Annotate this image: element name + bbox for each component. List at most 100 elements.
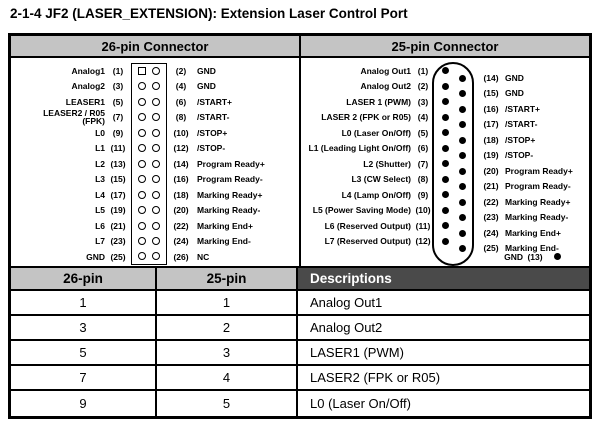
pin-label-left: L1	[95, 143, 105, 154]
pin-hole-icon	[138, 128, 146, 137]
pin-number-right: (20)	[173, 205, 189, 216]
pin-number-left: (5)	[417, 127, 429, 138]
pin-number-left: (9)	[417, 189, 429, 200]
cell-26pin-number: 9	[11, 391, 157, 416]
pin-label-right: /START+	[197, 96, 233, 107]
pin-dot-icon	[442, 129, 449, 137]
pin-number-left: (15)	[110, 174, 126, 185]
pin-dot-icon	[459, 90, 466, 98]
pin-label-left: Analog Out1	[360, 65, 411, 76]
pin-pair	[131, 218, 167, 234]
pin-dots	[547, 249, 589, 265]
connector25-pin-row: GND(13)	[301, 249, 589, 265]
pin-number-right: (14)	[483, 72, 499, 83]
pin-label-right: Marking End-	[197, 236, 251, 247]
pin-label-right: NC	[197, 251, 210, 262]
pin-hole-icon	[138, 237, 146, 246]
pin-label-left: L3	[95, 174, 105, 185]
pin-dots	[435, 218, 477, 237]
connector26-pin-row: L5(19)(20)Marking Ready-	[11, 202, 299, 218]
cell-26pin-number: 1	[11, 291, 157, 314]
connector25-pin-row: L2 (Shutter)(7)(20)Program Ready+	[301, 156, 589, 176]
dsub-25pin-outline-icon	[432, 62, 474, 266]
pin-label-left: LEASER2 / R05 (FPK)	[43, 108, 105, 127]
pin-number-left: (2)	[417, 81, 429, 92]
pin-label-left: L4	[95, 189, 105, 200]
pin-dot-icon	[554, 253, 561, 261]
pin-pair	[131, 156, 167, 172]
pin-number-left: (25)	[110, 251, 126, 262]
connector26-pin-row: L2(13)(14)Program Ready+	[11, 156, 299, 172]
pin-pair	[131, 233, 167, 249]
pin-label-left: L7 (Reserved Output)	[324, 236, 411, 247]
pin-dot-icon	[459, 229, 466, 237]
pin-number-left: (11)	[110, 143, 126, 154]
connector25-pin-row: LASER 2 (FPK or R05)(4)(17)/START-	[301, 110, 589, 129]
pin-dots	[435, 141, 477, 160]
pin-hole-icon	[152, 190, 160, 199]
connector25-pin-row: Analog Out1 (1) (14) GND	[301, 63, 589, 83]
pin-hole-icon	[152, 175, 160, 184]
pin-number-left: (1)	[417, 65, 429, 76]
pin-dot-icon	[442, 160, 449, 168]
connector26-pin-row: GND(25)(26)NC	[11, 249, 299, 265]
pin-number-right: (4)	[175, 81, 187, 92]
connector25-pin-row: Analog Out2(2)(15)GND	[301, 79, 589, 99]
pin-hole-icon	[152, 221, 160, 230]
pin-hole-icon	[138, 113, 146, 122]
pin-label-left: Analog2	[71, 81, 105, 92]
pin-label-left: Analog Out2	[360, 81, 411, 92]
pin-label-right: GND	[505, 72, 524, 83]
pin-number-left: (12)	[415, 236, 431, 247]
connector26-pin-row: L4(17)(18)Marking Ready+	[11, 187, 299, 203]
pin-dots	[435, 234, 477, 253]
pin-dots	[435, 172, 477, 191]
connector25-pin-row: L7 (Reserved Output) (12) (25)Marking End-	[301, 234, 589, 253]
cell-description: LASER1 (PWM)	[310, 345, 404, 360]
pin-right-group: (18)/STOP+	[477, 135, 589, 145]
cell-26pin-number: 5	[11, 341, 157, 364]
pin-dot-icon	[459, 136, 466, 144]
pin-dot-icon	[442, 98, 449, 106]
column-header-26pin: 26-pin	[11, 268, 157, 289]
pin-number-left: (19)	[110, 205, 126, 216]
mapping-table-header: 26-pin 25-pin Descriptions	[11, 268, 589, 291]
pin-label-right: /START+	[505, 103, 541, 114]
pin-right-group: (14) GND	[477, 73, 589, 83]
pin-hole-icon	[152, 67, 160, 76]
pin-right-group: (25)Marking End-	[477, 243, 589, 253]
connector26-pin-row: L6(21)(22)Marking End+	[11, 218, 299, 234]
pin-label-right: GND	[505, 88, 524, 99]
pin-label-left: L4 (Lamp On/Off)	[341, 189, 411, 200]
pin-label-left: LASER 2 (FPK or R05)	[321, 112, 411, 123]
pin-number-right: (8)	[175, 112, 187, 123]
connector25-pin-row: L3 (CW Select)(8)(21)Program Ready-	[301, 172, 589, 191]
pin-label-left: L1 (Leading Light On/Off)	[308, 143, 411, 154]
pin-number-left: (10)	[415, 205, 431, 216]
connector25-pin-row: L5 (Power Saving Mode)(10)(23)Marking Re…	[301, 203, 589, 222]
pin-dot-icon	[459, 198, 466, 206]
connector26-pin-row: L1(11)(12)/STOP-	[11, 140, 299, 156]
pin-label-left: L5 (Power Saving Mode)	[312, 205, 411, 216]
pin-hole-icon	[138, 144, 146, 153]
pin-number-left: (13)	[527, 251, 543, 262]
pin-number-left: (7)	[112, 112, 124, 123]
pin-hole-icon	[152, 82, 160, 91]
header-26pin-connector: 26-pin Connector	[11, 36, 301, 56]
pin-right-group: (24)Marking End+	[477, 228, 589, 238]
pin-number-left: (8)	[417, 174, 429, 185]
pin-right-group: (22)Marking Ready+	[477, 197, 589, 207]
pin-dots	[435, 94, 477, 113]
pin-number-left: (1)	[112, 65, 124, 76]
pin-dot-icon	[459, 121, 466, 129]
pin-number-right: (24)	[483, 227, 499, 238]
pin-pair	[131, 187, 167, 203]
pin-label-right: /STOP-	[505, 150, 534, 161]
pin-dot-icon	[442, 222, 449, 230]
